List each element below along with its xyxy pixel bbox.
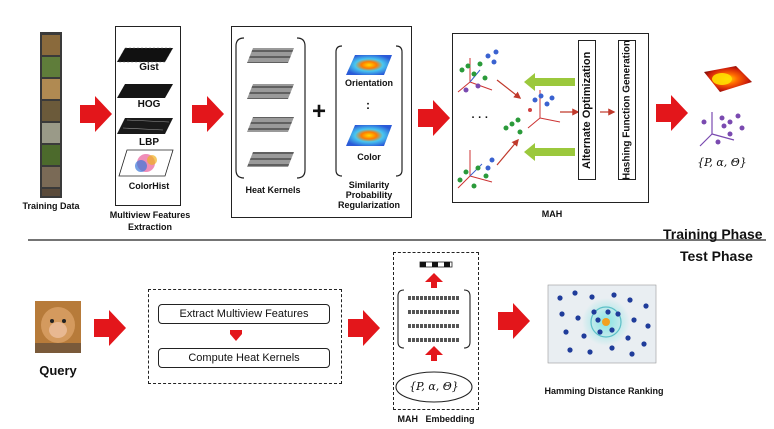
multiview-features-box [115, 26, 181, 206]
output-scatter [699, 112, 745, 147]
mah-clusters [457, 49, 616, 189]
training-images [40, 32, 62, 198]
ranking-scatter [547, 284, 657, 364]
mah-box [452, 33, 649, 203]
training-phase-label: Training Phase [663, 226, 763, 242]
feature-label-hog: HOG [137, 99, 161, 110]
mah-embedding-label: MAH Embedding [397, 414, 475, 424]
similarity-line1: Similarity [348, 180, 390, 190]
output-heatmap [704, 66, 752, 92]
alternate-optimization-label: Alternate Optimization [581, 51, 593, 169]
test-phase-label: Test Phase [680, 248, 753, 264]
training-red-arrows [80, 95, 688, 136]
query-label: Query [39, 363, 77, 378]
embedding-layers [395, 289, 473, 403]
feature-label-lbp: LBP [139, 137, 159, 148]
plus-sign: + [311, 98, 326, 125]
hashing-function-label: Hashing Function Generation [621, 39, 633, 180]
vertical-dots: : [366, 98, 370, 112]
training-data-label: Training Data [22, 201, 80, 211]
test-red-arrows [94, 273, 530, 361]
heat-kernels-label: Heat Kernels [245, 185, 301, 195]
similarity-heatmaps [335, 45, 403, 177]
hamming-ranking-label: Hamming Distance Ranking [544, 386, 664, 396]
similarity-line3: Regularization [337, 200, 400, 210]
color-label: Color [357, 152, 381, 162]
mah-embedding-dashed-box [393, 252, 479, 410]
feature-icons [116, 47, 174, 177]
heat-kernel-similarity-box [231, 26, 412, 218]
hashing-function-box [618, 40, 636, 180]
mah-label: MAH [541, 209, 563, 219]
multiview-caption-line1: Multiview Features [109, 210, 191, 220]
binary-code-bar [419, 261, 453, 268]
query-image [35, 301, 81, 353]
multiview-caption-line2: Extraction [127, 222, 172, 232]
output-params-label: {P, α, Θ} [697, 156, 747, 169]
alternate-optimization-box [578, 40, 596, 180]
orientation-label: Orientation [344, 78, 393, 88]
test-process-dashed-box [148, 289, 342, 384]
compute-heat-kernels-step: Compute Heat Kernels [158, 348, 330, 368]
embedding-params-label: {P, α, Θ} [409, 380, 459, 393]
feature-label-colorhist: ColorHist [128, 181, 170, 191]
heat-kernel-panels [235, 37, 306, 179]
similarity-line2: Probability [345, 190, 393, 200]
feature-label-gist: Gist [139, 62, 159, 73]
cluster-ellipsis: · · · [471, 112, 489, 124]
extract-features-step: Extract Multiview Features [158, 304, 330, 324]
